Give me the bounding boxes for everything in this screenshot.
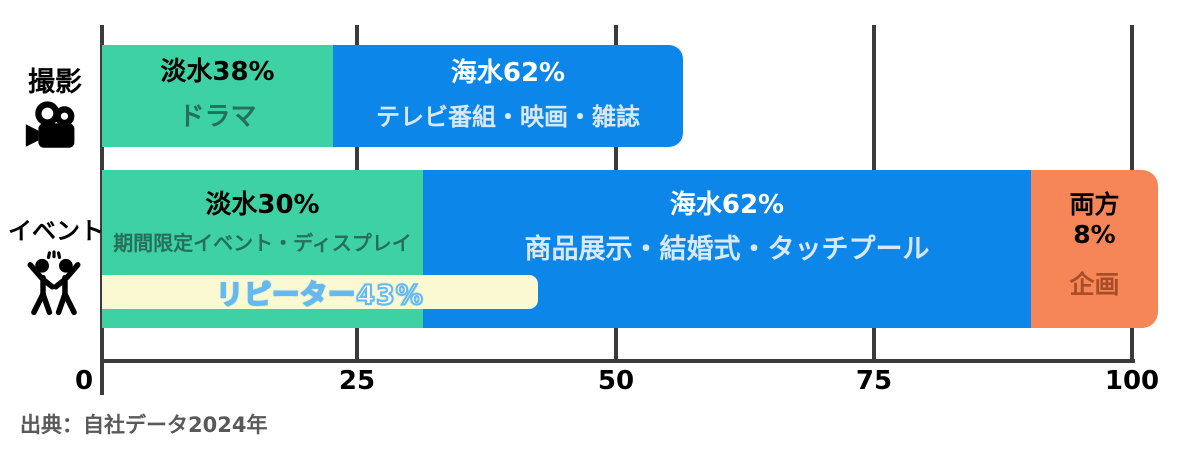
segment-title: 海水62% bbox=[450, 57, 566, 88]
segment-subtitle: 商品展示・結婚式・タッチプール bbox=[524, 234, 930, 266]
bar-event-seawater: 海水62% 商品展示・結婚式・タッチプール bbox=[423, 170, 1031, 328]
segment-title-line1: 両方 bbox=[1069, 190, 1120, 219]
bar-satsuei-freshwater: 淡水38% ドラマ bbox=[102, 45, 333, 147]
x-tick-75: 75 bbox=[855, 366, 893, 396]
segment-subtitle: ドラマ bbox=[178, 102, 257, 133]
bar-satsuei-seawater: 海水62% テレビ番組・映画・雑誌 bbox=[333, 45, 683, 147]
segment-title: 海水62% bbox=[669, 190, 785, 220]
repeater-label: リピーター43% bbox=[215, 279, 424, 312]
row-label-satsuei: 撮影 bbox=[28, 67, 82, 98]
segment-subtitle: 期間限定イベント・ディスプレイ bbox=[113, 231, 412, 256]
segment-title-line2: 8% bbox=[1073, 220, 1116, 250]
celebrating-people-icon bbox=[22, 248, 86, 320]
x-tick-50: 50 bbox=[597, 366, 635, 396]
segment-title: 淡水30% bbox=[205, 190, 320, 220]
x-tick-25: 25 bbox=[338, 366, 376, 396]
segment-subtitle: 企画 bbox=[1069, 269, 1120, 299]
segment-subtitle: テレビ番組・映画・雑誌 bbox=[376, 103, 640, 132]
movie-camera-icon bbox=[24, 100, 78, 154]
x-axis-line bbox=[100, 359, 1135, 363]
source-citation: 出典：自社データ2024年 bbox=[20, 413, 268, 437]
repeater-overlay-band: リピーター43% bbox=[102, 275, 538, 312]
x-tick-100: 100 bbox=[1104, 366, 1160, 396]
bar-event-both: 両方 8% 企画 bbox=[1031, 170, 1158, 328]
x-tick-0: 0 bbox=[74, 366, 94, 396]
segment-title: 淡水38% bbox=[160, 56, 275, 87]
row-label-event: イベント bbox=[8, 217, 104, 245]
